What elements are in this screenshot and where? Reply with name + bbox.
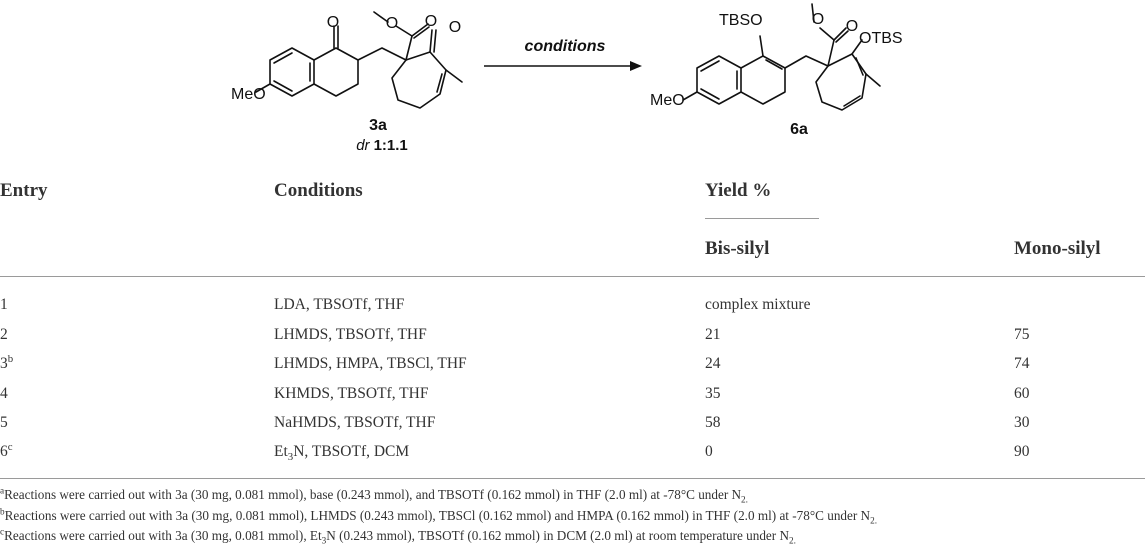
footnote-a: aReactions were carried out with 3a (30 … (0, 485, 748, 505)
entry-cell: 2 (0, 326, 8, 343)
conditions-cell: LDA, TBSOTf, THF (274, 296, 405, 313)
entry-cell: 5 (0, 414, 8, 431)
entry-cell: 1 (0, 296, 8, 313)
header-entry: Entry (0, 180, 48, 201)
reactant-ketone-o: O (327, 14, 339, 31)
mono-silyl-cell: 75 (1014, 326, 1030, 343)
mono-silyl-cell: 90 (1014, 443, 1030, 460)
entry-cell: 3b (0, 352, 14, 372)
conditions-cell: KHMDS, TBSOTf, THF (274, 385, 429, 402)
bis-silyl-cell: complex mixture (705, 296, 811, 313)
entry-cell: 4 (0, 385, 8, 402)
reactant-ester-co: O (425, 13, 437, 30)
header-bis-silyl: Bis-silyl (705, 238, 770, 259)
bis-silyl-cell: 0 (705, 443, 713, 460)
product-ester-co: O (846, 18, 858, 35)
reactant-ester-o: O (386, 15, 398, 32)
conditions-cell: LHMDS, TBSOTf, THF (274, 326, 427, 343)
bis-silyl-cell: 35 (705, 385, 721, 402)
reactant-enone-o: O (449, 19, 461, 36)
product-tbso-label: TBSO (719, 12, 763, 29)
product-methoxy-label: MeO (650, 92, 685, 109)
reactant-3a-structure (255, 11, 463, 109)
product-ester-o: O (812, 11, 824, 28)
conditions-cell: NaHMDS, TBSOTf, THF (274, 414, 436, 431)
bis-silyl-cell: 24 (705, 355, 721, 372)
reactant-3a-atom-labels: O O O O MeO (231, 13, 461, 103)
table-header-rule (0, 276, 1145, 277)
product-label: 6a (790, 121, 808, 138)
reactant-label: 3a (369, 117, 387, 134)
conditions-cell: Et3N, TBSOTf, DCM (274, 443, 410, 464)
conditions-cell: LHMDS, HMPA, TBSCl, THF (274, 355, 467, 372)
table-bottom-rule (0, 478, 1145, 479)
mono-silyl-cell: 74 (1014, 355, 1030, 372)
arrow-conditions-label: conditions (525, 38, 606, 55)
header-mono-silyl: Mono-silyl (1014, 238, 1101, 259)
mono-silyl-cell: 30 (1014, 414, 1030, 431)
footnote-b: bReactions were carried out with 3a (30 … (0, 506, 878, 526)
header-conditions: Conditions (274, 180, 363, 201)
product-6a-atom-labels: TBSO OTBS MeO O O (650, 11, 903, 109)
reaction-arrow (484, 61, 642, 71)
footnote-c: cReactions were carried out with 3a (30 … (0, 526, 796, 546)
bis-silyl-cell: 21 (705, 326, 721, 343)
entry-cell: 6c (0, 440, 13, 460)
yield-underline (705, 218, 819, 219)
bis-silyl-cell: 58 (705, 414, 721, 431)
reactant-methoxy-label: MeO (231, 86, 266, 103)
product-6a-structure (682, 3, 881, 111)
header-yield: Yield % (705, 180, 772, 201)
product-otbs-label: OTBS (859, 30, 903, 47)
mono-silyl-cell: 60 (1014, 385, 1030, 402)
